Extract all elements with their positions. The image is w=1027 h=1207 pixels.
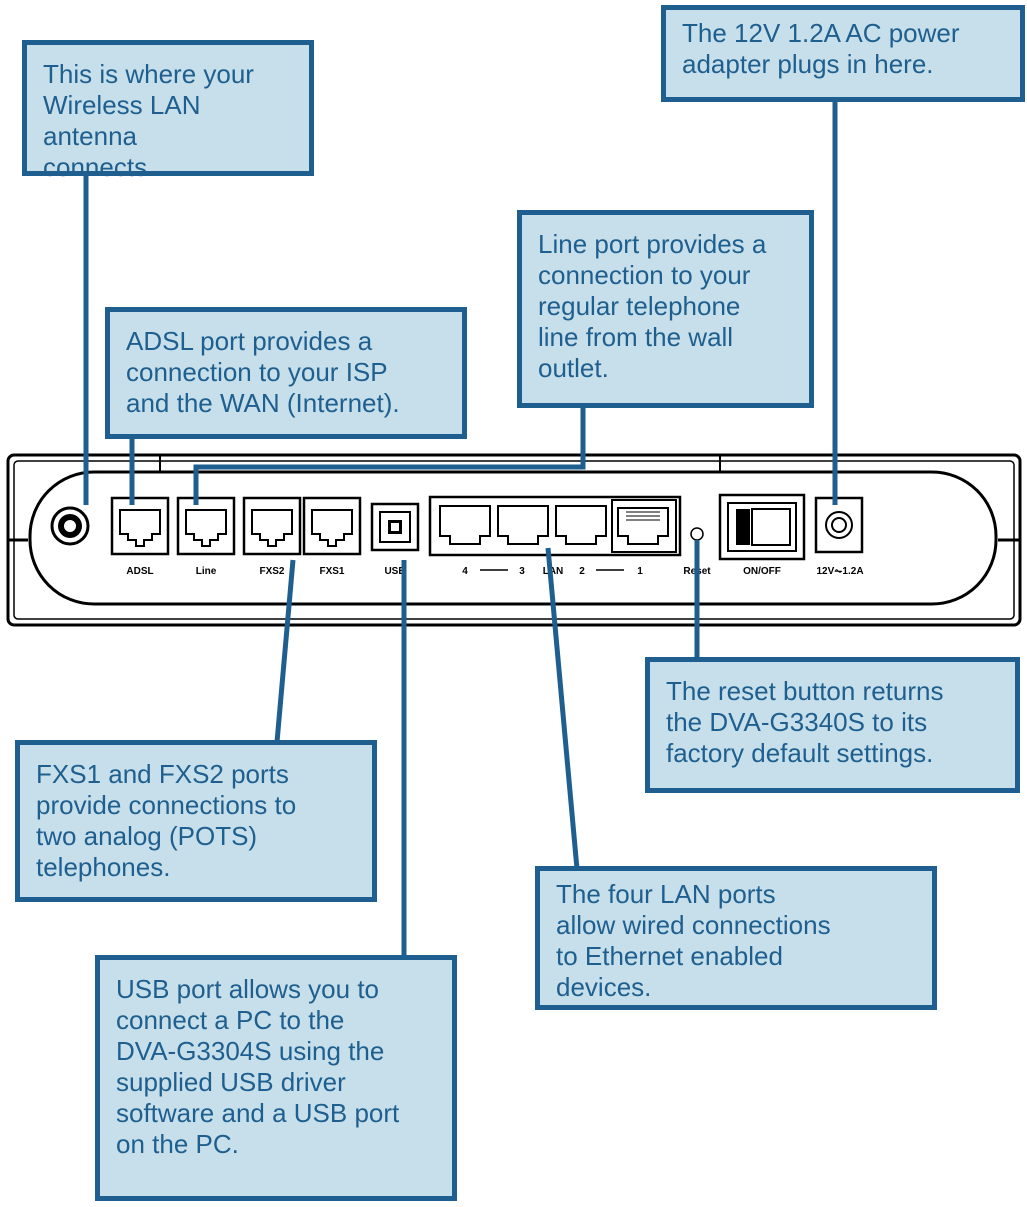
- label-onoff: ON/OFF: [743, 566, 781, 577]
- label-lan-1: 1: [637, 566, 643, 577]
- line-port[interactable]: [176, 496, 236, 556]
- callout-usb: USB port allows you to connect a PC to t…: [95, 955, 457, 1201]
- callout-lan: The four LAN ports allow wired connectio…: [535, 866, 937, 1010]
- lan-ports[interactable]: [428, 495, 682, 557]
- label-usb: USB: [384, 566, 405, 577]
- callout-fxs: FXS1 and FXS2 ports provide connections …: [15, 740, 377, 902]
- leader-lines: [83, 100, 838, 958]
- label-power: 12V⏦1.2A: [816, 566, 863, 577]
- usb-port[interactable]: [370, 502, 420, 552]
- label-lan-2: 2: [579, 566, 585, 577]
- label-fxs1: FXS1: [319, 566, 344, 577]
- power-jack[interactable]: [814, 496, 864, 554]
- label-adsl: ADSL: [126, 566, 153, 577]
- callout-antenna: This is where your Wireless LAN antenna …: [22, 40, 314, 182]
- antenna-connector[interactable]: [50, 506, 90, 546]
- callout-reset: The reset button returns the DVA-G3340S …: [645, 657, 1020, 793]
- label-lan: LAN: [543, 566, 564, 577]
- power-switch[interactable]: [718, 493, 806, 561]
- adsl-port[interactable]: [110, 496, 170, 556]
- callout-power: The 12V 1.2A AC power adapter plugs in h…: [661, 5, 1025, 102]
- label-line: Line: [196, 566, 217, 577]
- fxs2-port[interactable]: [242, 496, 302, 556]
- leader-fxs: [274, 559, 296, 743]
- callout-adsl: ADSL port provides a connection to your …: [105, 307, 467, 439]
- label-fxs2: FXS2: [259, 566, 284, 577]
- callout-line: Line port provides a connection to your …: [517, 210, 814, 408]
- label-lan-4: 4: [462, 566, 468, 577]
- fxs1-port[interactable]: [302, 496, 362, 556]
- leader-line: [193, 405, 586, 505]
- label-lan-3: 3: [519, 566, 525, 577]
- reset-button[interactable]: [690, 527, 704, 541]
- leader-lan: [545, 547, 580, 870]
